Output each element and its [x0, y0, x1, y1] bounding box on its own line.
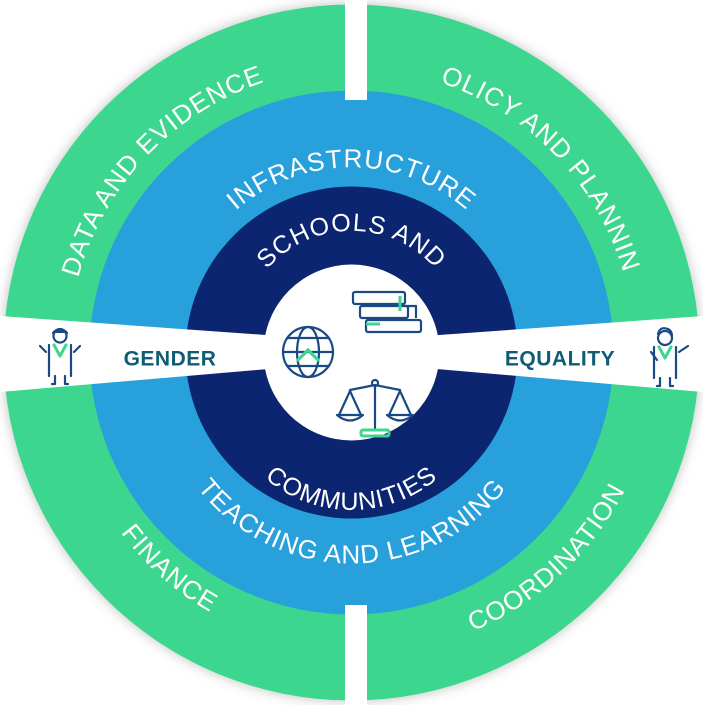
equality-band-right: [425, 316, 703, 392]
top-divider: [345, 0, 367, 100]
books-icon: [351, 290, 423, 334]
equality-label: EQUALITY: [505, 348, 615, 371]
gender-label: GENDER: [124, 348, 217, 371]
center-circle: [263, 264, 440, 441]
girl-icon: [38, 327, 82, 386]
bottom-divider: [345, 605, 367, 705]
scales-icon: [335, 378, 415, 438]
globe-icon: [281, 325, 335, 379]
boy-icon: [649, 327, 690, 388]
